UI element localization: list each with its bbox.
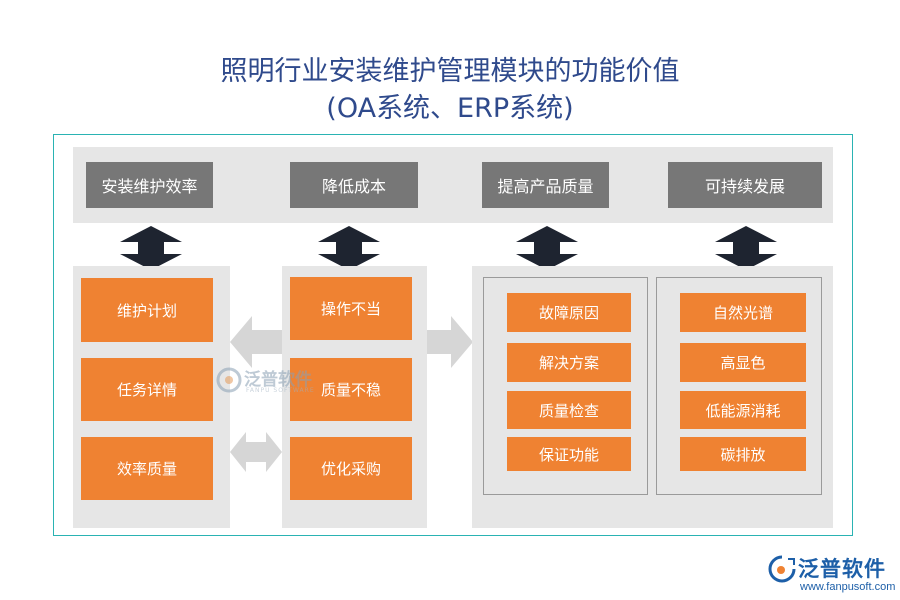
double-arrow-icon (516, 226, 578, 270)
value-box-cost: 降低成本 (290, 162, 418, 208)
brand-url[interactable]: www.fanpusoft.com (800, 581, 896, 593)
diagram-frame (53, 134, 853, 536)
item-box: 自然光谱 (680, 293, 806, 332)
subframe-sustainable (656, 277, 822, 495)
fanpu-logo-icon (216, 367, 242, 393)
item-box: 解决方案 (507, 343, 631, 382)
diagram-subtitle: (OA系统、ERP系统) (326, 93, 574, 124)
item-box: 效率质量 (81, 437, 213, 500)
item-box: 质量不稳 (290, 358, 412, 421)
item-box: 优化采购 (290, 437, 412, 500)
value-box-quality: 提高产品质量 (482, 162, 609, 208)
item-box: 低能源消耗 (680, 391, 806, 429)
item-box: 故障原因 (507, 293, 631, 332)
brand-logo: 泛普软件 www.fanpusoft.com (768, 553, 898, 599)
double-horizontal-arrow-icon (230, 432, 282, 472)
watermark-logo: 泛普软件 FANPU SOFTWARE (216, 365, 326, 401)
watermark-sub: FANPU SOFTWARE (246, 387, 315, 394)
subframe-quality (483, 277, 648, 495)
item-box: 任务详情 (81, 358, 213, 421)
double-arrow-icon (120, 226, 182, 270)
item-box: 操作不当 (290, 277, 412, 340)
item-box: 质量检查 (507, 391, 631, 429)
item-box: 碳排放 (680, 437, 806, 471)
double-arrow-icon (318, 226, 380, 270)
item-box: 保证功能 (507, 437, 631, 471)
diagram-title: 照明行业安装维护管理模块的功能价值 (220, 56, 680, 87)
value-box-efficiency: 安装维护效率 (86, 162, 213, 208)
fanpu-logo-icon (768, 555, 796, 583)
item-box: 高显色 (680, 343, 806, 382)
double-arrow-icon (715, 226, 777, 270)
value-box-sustainable: 可持续发展 (668, 162, 822, 208)
left-arrow-icon (230, 316, 282, 368)
item-box: 维护计划 (81, 278, 213, 342)
right-arrow-icon (427, 316, 473, 368)
watermark-name: 泛普软件 (244, 370, 312, 390)
brand-name: 泛普软件 (798, 557, 886, 581)
